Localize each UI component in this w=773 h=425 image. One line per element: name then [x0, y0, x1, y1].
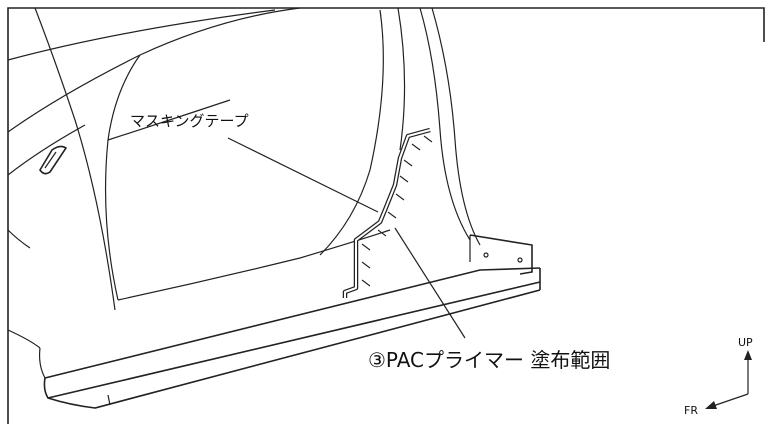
orientation-indicator: UP FR [684, 336, 753, 417]
body-outline [7, 7, 481, 379]
side-sill [43, 267, 541, 409]
masking-tape-line [342, 127, 431, 298]
primer-area-leader [394, 227, 466, 339]
primer-area-label: ③PACプライマー 塗布範囲 [368, 348, 610, 372]
primer-hatch [361, 135, 433, 287]
end-bracket [469, 234, 533, 275]
masking-tape-leader [227, 137, 379, 213]
drawing-frame [7, 7, 765, 424]
door-handle [39, 145, 68, 175]
masking-tape-label: マスキングテープ [130, 112, 249, 130]
up-label: UP [738, 336, 753, 349]
front-label: FR [684, 404, 698, 417]
